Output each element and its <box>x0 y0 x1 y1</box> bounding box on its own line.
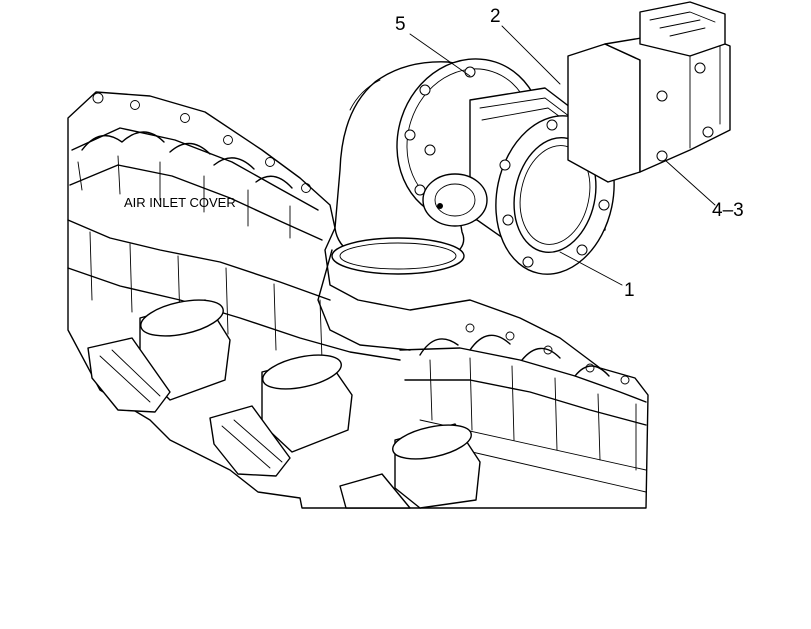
exhaust-elbow-1 <box>87 299 231 413</box>
exhaust-elbow-3 <box>339 423 481 509</box>
air-inlet-cover-label: AIR INLET COVER <box>124 195 236 210</box>
exhaust-elbow-2 <box>209 354 353 477</box>
callout-4-3: 4–3 <box>712 200 744 221</box>
callout-1: 1 <box>624 280 635 301</box>
callout-leaders <box>409 25 716 286</box>
callout-2: 2 <box>490 6 501 27</box>
actuator-box-part-4-3 <box>567 1 731 183</box>
callout-5: 5 <box>395 14 406 35</box>
engine-block <box>67 91 649 509</box>
